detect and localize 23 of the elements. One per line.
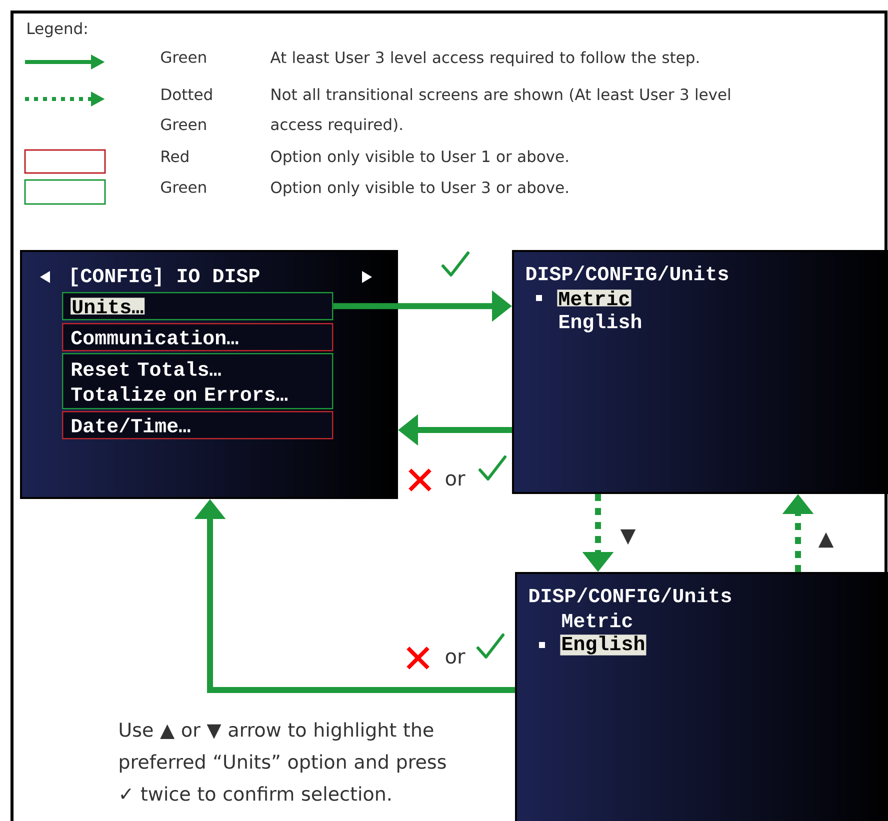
selected-option: Metric: [557, 290, 632, 306]
menu-option: Metric: [562, 612, 632, 628]
sample-word: Dotted Green: [161, 88, 212, 130]
menu-tabs: [CONFIG] IO DISP: [72, 268, 260, 286]
screen-title: DISP/CONFIG/Units: [530, 588, 731, 602]
display-screen: [512, 250, 888, 494]
menu-option: Units…: [62, 292, 334, 320]
heading: Legend:: [28, 22, 87, 38]
sample-word: Green: [161, 181, 206, 193]
sample-word: Green: [161, 51, 206, 63]
sample-word: Red: [162, 150, 188, 162]
instruction-text: Use ▲ or ▼ arrow to highlight the preferred “Units” option and press ✓ twice to confirm selection.: [120, 722, 446, 801]
menu-option: Reset Totals… Totalize on Errors…: [62, 353, 334, 410]
edge-label: ▼: [619, 528, 637, 546]
edge-label: or: [444, 651, 466, 665]
screen-title: DISP/CONFIG/Units: [526, 266, 728, 280]
menu-option: Date/Time…: [62, 411, 334, 440]
edge-label: ▲: [817, 531, 835, 549]
display-screen: [515, 572, 888, 821]
menu-option: Communication…: [62, 323, 334, 352]
selected-option: English: [560, 634, 646, 656]
menu-option: English: [560, 314, 641, 332]
edge-label: or: [444, 473, 466, 487]
